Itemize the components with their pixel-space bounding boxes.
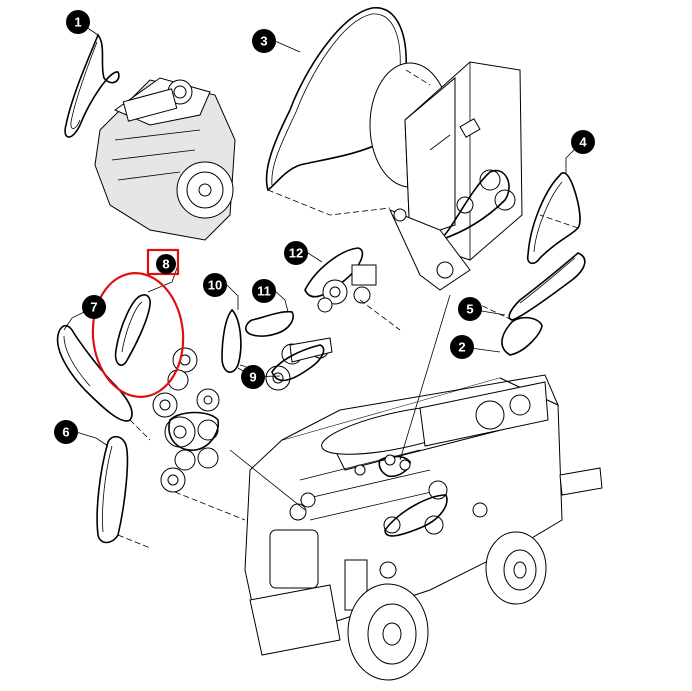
svg-text:9: 9 [249, 370, 256, 385]
connector-lines [117, 69, 579, 549]
part-9-assembly [265, 337, 333, 391]
harvester-front-wheel [347, 583, 429, 681]
svg-text:2: 2 [458, 340, 465, 355]
svg-text:4: 4 [579, 135, 587, 150]
callout-4[interactable]: 4 [571, 130, 595, 154]
svg-text:5: 5 [466, 302, 473, 317]
belt-8 [114, 294, 151, 366]
callout-1[interactable]: 1 [66, 10, 90, 34]
highlight-box [146, 248, 180, 276]
svg-text:12: 12 [289, 246, 303, 261]
callout-11[interactable]: 11 [252, 279, 276, 303]
callout-2[interactable]: 2 [450, 335, 474, 359]
svg-text:6: 6 [62, 425, 69, 440]
svg-text:1: 1 [74, 15, 81, 30]
callout-8[interactable]: 8 [156, 254, 176, 274]
harvester-body [244, 374, 603, 656]
radiator-assembly [369, 61, 523, 291]
svg-text:7: 7 [90, 300, 97, 315]
belt-12-assembly [304, 247, 377, 313]
belt-11 [245, 310, 294, 337]
callout-6[interactable]: 6 [54, 420, 78, 444]
harvester-internal-pulleys [289, 454, 488, 579]
svg-text:8: 8 [162, 257, 169, 272]
belt-5 [508, 252, 586, 321]
engine-drawing [94, 77, 236, 241]
belt-3 [265, 7, 407, 192]
callout-7[interactable]: 7 [82, 295, 106, 319]
callout-10[interactable]: 10 [203, 273, 227, 297]
callout-3[interactable]: 3 [252, 29, 276, 53]
belt-10 [221, 308, 242, 373]
belt-6 [96, 435, 129, 544]
callout-12[interactable]: 12 [284, 241, 308, 265]
callout-9[interactable]: 9 [241, 365, 265, 389]
svg-text:11: 11 [257, 284, 271, 299]
callout-5[interactable]: 5 [458, 297, 482, 321]
highlight-ellipse [91, 272, 185, 398]
belt-4 [526, 172, 581, 265]
svg-text:3: 3 [260, 34, 267, 49]
belt-1 [64, 33, 120, 138]
harvester-rear-wheel [485, 531, 547, 605]
highlight-item-8 [91, 248, 185, 398]
pulley-stack [152, 347, 220, 493]
belt-7 [56, 324, 133, 422]
belt-2 [501, 316, 543, 356]
svg-text:10: 10 [208, 278, 222, 293]
